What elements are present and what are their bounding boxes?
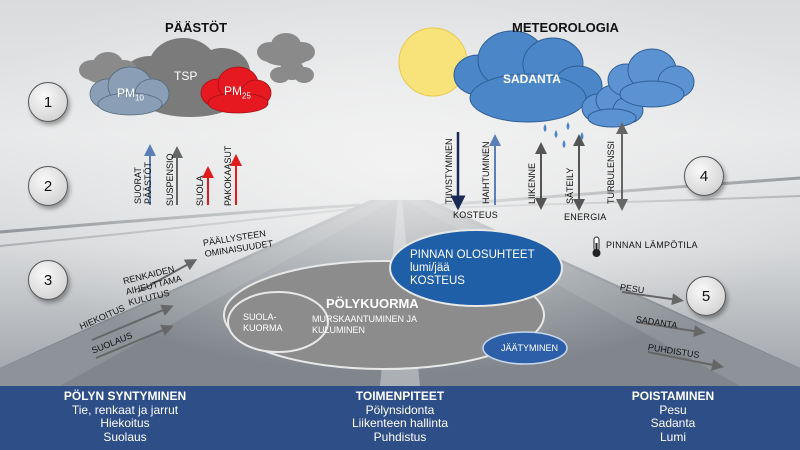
step-badge-5: 5: [686, 276, 726, 316]
cloud-precip-label: SADANTA: [503, 72, 561, 86]
step-badge-1: 1: [28, 82, 68, 122]
footer-removal: POISTAMINEN Pesu Sadanta Lumi: [598, 390, 748, 444]
footer-measures: TOIMENPITEET Pölynsidonta Liikenteen hal…: [310, 390, 490, 444]
heading-meteorology: METEOROLOGIA: [512, 20, 619, 35]
label-exhaust: PAKOKAASUT: [223, 146, 233, 206]
cloud-pm10-label: PM10: [117, 86, 144, 102]
sun-icon: [399, 28, 467, 96]
footer-dust-generation: PÖLYN SYNTYMINEN Tie, renkaat ja jarrut …: [40, 390, 210, 444]
label-moisture: KOSTEUS: [453, 210, 498, 220]
label-condensation: TIIVISTYMINEN: [444, 138, 454, 204]
label-turbulence: TURBULENSSI: [606, 141, 616, 204]
label-salt: SUOLA: [195, 175, 205, 206]
label-evaporation: HAIHTUMINEN: [481, 142, 491, 205]
salt-load-label: SUOLA-KUORMA: [243, 312, 283, 334]
footer-bar: PÖLYN SYNTYMINEN Tie, renkaat ja jarrut …: [0, 386, 800, 450]
label-energy: ENERGIA: [564, 212, 607, 222]
cloud-pm25-label: PM25: [224, 84, 251, 100]
label-direct-emissions: SUORAT PÄÄSTÖT: [133, 134, 153, 204]
label-surface-temperature: PINNAN LÄMPÖTILA: [606, 240, 698, 250]
heading-emissions: PÄÄSTÖT: [165, 20, 227, 35]
step-badge-2: 2: [28, 166, 68, 206]
step-badge-3: 3: [28, 260, 68, 300]
step-badge-4: 4: [684, 156, 724, 196]
freezing-label: JÄÄTYMINEN: [501, 343, 558, 353]
label-traffic: LIIKENNE: [527, 163, 537, 204]
label-suspension: SUSPENSIO: [165, 153, 175, 206]
label-radiation: SÄTEILY: [565, 168, 575, 204]
dust-load-title: PÖLYKUORMA: [326, 296, 419, 311]
cloud-tsp-label: TSP: [174, 69, 197, 83]
thermometer-icon: [593, 237, 601, 257]
